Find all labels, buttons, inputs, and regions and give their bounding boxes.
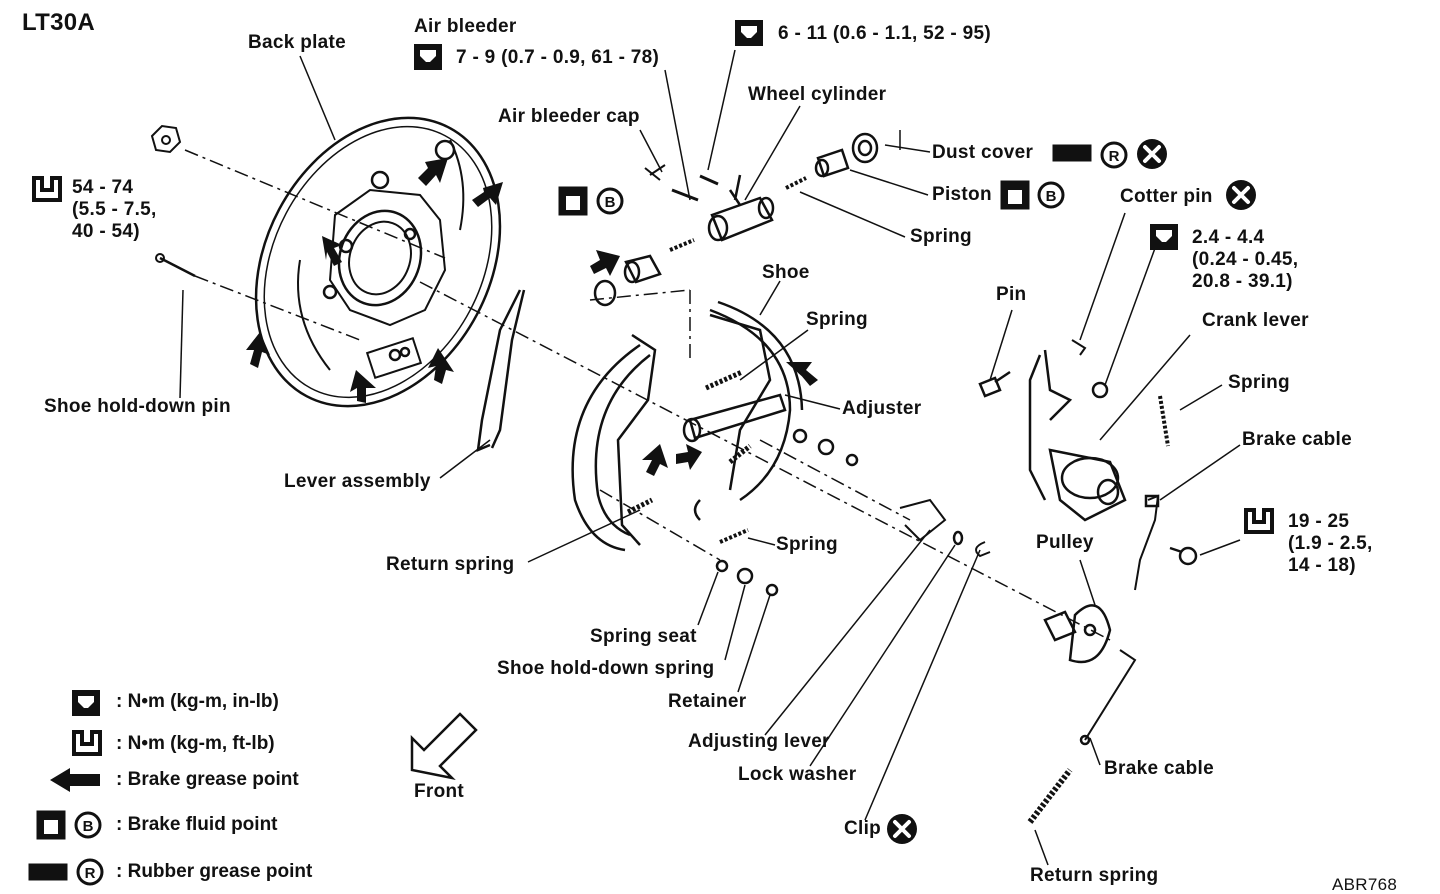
label-pulley: Pulley	[1036, 532, 1094, 553]
label-brake-cable-lower: Brake cable	[1104, 758, 1214, 779]
label-lock-washer: Lock washer	[738, 764, 857, 785]
label-air-bleeder: Air bleeder	[414, 16, 517, 37]
label-cotter-pin: Cotter pin	[1120, 186, 1213, 207]
svg-text:B: B	[1046, 188, 1057, 205]
svg-text:B: B	[605, 194, 616, 211]
grease-arrows	[50, 158, 818, 792]
adjuster-and-springs-drawing	[626, 369, 991, 597]
label-shoe: Shoe	[762, 262, 810, 283]
label-nut-torque: 54 - 74 (5.5 - 7.5, 40 - 54)	[72, 177, 157, 242]
label-retainer: Retainer	[668, 691, 747, 712]
label-adjusting-lever: Adjusting lever	[688, 731, 830, 752]
label-wheel-cylinder: Wheel cylinder	[748, 84, 887, 105]
rubber-grease-icon	[28, 141, 1128, 886]
front-arrow-icon	[410, 712, 478, 781]
brake-fluid-icon	[36, 180, 1065, 840]
label-air-bleeder-torque: 7 - 9 (0.7 - 0.9, 61 - 78)	[456, 47, 660, 68]
label-spring-seat: Spring seat	[590, 626, 697, 647]
svg-text:R: R	[1109, 148, 1120, 165]
brake-shoes-drawing	[476, 289, 804, 552]
label-wheel-cylinder-torque: 6 - 11 (0.6 - 1.1, 52 - 95)	[778, 23, 991, 44]
label-clip: Clip	[844, 818, 882, 839]
label-lever-assembly: Lever assembly	[284, 471, 431, 492]
label-shoe-hold-down-spring: Shoe hold-down spring	[497, 658, 715, 679]
label-bolt-torque: 19 - 25 (1.9 - 2.5, 14 - 18)	[1288, 511, 1373, 576]
legend-rubber-grease: : Rubber grease point	[116, 861, 313, 882]
label-shoe-hold-down-pin: Shoe hold-down pin	[44, 396, 231, 417]
label-dust-cover: Dust cover	[932, 142, 1034, 163]
crank-lever-drawing	[978, 339, 1198, 824]
legend-torque-ft-lb: : N•m (kg-m, ft-lb)	[116, 733, 275, 754]
nut-and-pin-drawing	[150, 124, 196, 278]
diagram-code: ABR768	[1332, 875, 1398, 894]
center-lines	[184, 149, 1111, 641]
label-front: Front	[414, 781, 465, 802]
label-spring-mid: Spring	[806, 309, 868, 330]
svg-text:R: R	[85, 865, 96, 882]
label-pin: Pin	[996, 284, 1027, 305]
legend-torque-in-lb: : N•m (kg-m, in-lb)	[116, 691, 279, 712]
label-spring-top: Spring	[910, 226, 972, 247]
label-return-spring-left: Return spring	[386, 554, 515, 575]
label-back-plate: Back plate	[248, 32, 347, 53]
label-crank-lever: Crank lever	[1202, 310, 1309, 331]
label-adjuster: Adjuster	[842, 398, 922, 419]
torque-socket-icon	[32, 176, 1274, 756]
svg-text:B: B	[83, 818, 94, 835]
back-plate-drawing	[254, 116, 502, 408]
legend-brake-fluid: : Brake fluid point	[116, 814, 278, 835]
label-crank-torque: 2.4 - 4.4 (0.24 - 0.45, 20.8 - 39.1)	[1192, 227, 1299, 292]
diagram-title: LT30A	[22, 9, 96, 36]
label-return-spring-bottom: Return spring	[1030, 865, 1159, 886]
label-brake-cable-upper: Brake cable	[1242, 429, 1352, 450]
wheel-cylinder-drawing	[593, 130, 901, 307]
label-air-bleeder-cap: Air bleeder cap	[498, 106, 640, 127]
label-piston: Piston	[932, 184, 992, 205]
legend-brake-grease: : Brake grease point	[116, 769, 299, 790]
label-spring-low: Spring	[776, 534, 838, 555]
label-spring-right: Spring	[1228, 372, 1290, 393]
leader-lines	[179, 49, 1241, 866]
